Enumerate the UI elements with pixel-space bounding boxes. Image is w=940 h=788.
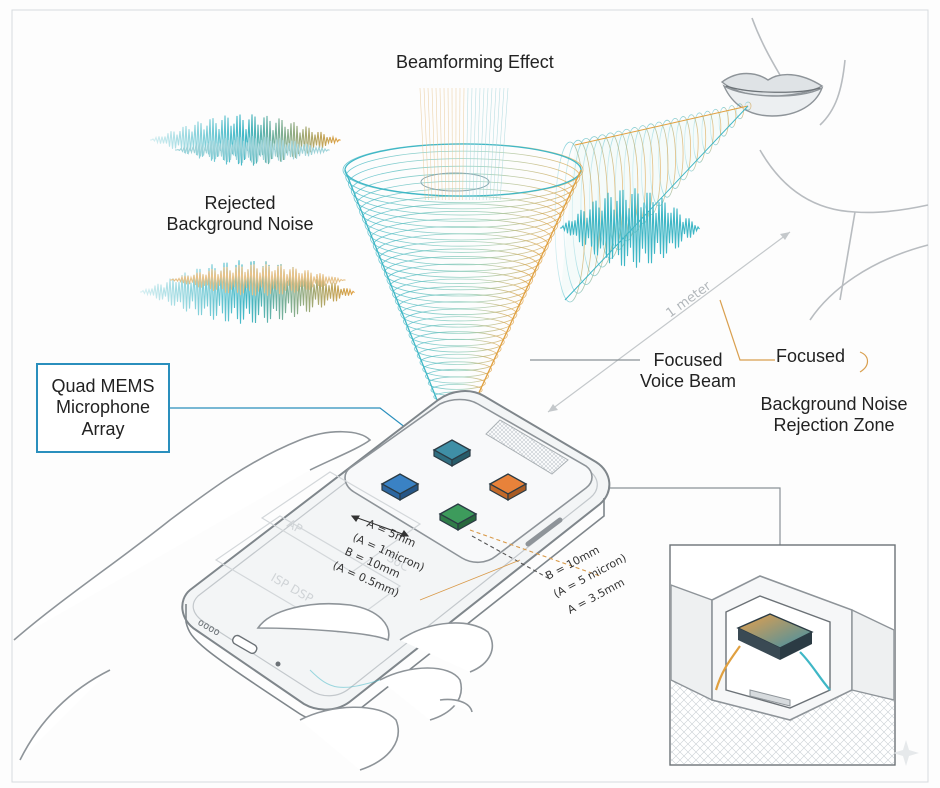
distance-label: 1 meter: [664, 278, 715, 321]
rejected-noise-label: Rejected Background Noise: [158, 193, 322, 234]
mic-left: [380, 473, 420, 502]
inset-detail: [669, 544, 896, 766]
mic-array-callout: Quad MEMS Microphone Array: [36, 363, 170, 453]
zone-title-label: Focused: [776, 346, 846, 366]
noise-wave-lower: [140, 260, 355, 324]
beamforming-cone: [342, 87, 584, 447]
dimension-lines: [350, 515, 601, 601]
mic-array-line2: Microphone: [55, 397, 151, 418]
hand-illustration: [13, 430, 372, 761]
mic-hole: [275, 661, 281, 667]
rejection-zone-line1: Background Noise: [760, 394, 908, 414]
rejected-noise-line1: Rejected: [204, 193, 276, 213]
voice-beam-label: Focused Voice Beam: [636, 350, 740, 391]
usb-port: [232, 634, 258, 655]
voice-beam-line2: Voice Beam: [639, 370, 737, 391]
device-body: AP SoC ISP DSP oooo: [181, 390, 611, 724]
diagram-title: Beamforming Effect: [396, 52, 554, 72]
sparkle-icon: [893, 740, 919, 766]
mic-top: [432, 439, 472, 468]
rejection-zone-label: Background Noise Rejection Zone: [752, 394, 916, 435]
face-illustration: [751, 17, 929, 321]
noise-wave-upper: [150, 114, 341, 166]
voice-beam-line1: Focused: [653, 350, 723, 370]
ghost-chip-label-1: AP: [285, 516, 305, 536]
frame-border: [11, 9, 929, 783]
rejection-zone-line2: Rejection Zone: [773, 414, 895, 435]
rejected-noise-line2: Background Noise: [166, 213, 314, 234]
mic-bottom: [438, 503, 478, 532]
lips-icon: [720, 72, 824, 117]
mic-right: [488, 473, 528, 502]
mic-array-line1: Quad MEMS: [51, 375, 155, 396]
fingers: [299, 622, 494, 771]
voice-beam-side: [554, 101, 752, 303]
mic-array-line3: Array: [81, 418, 125, 439]
